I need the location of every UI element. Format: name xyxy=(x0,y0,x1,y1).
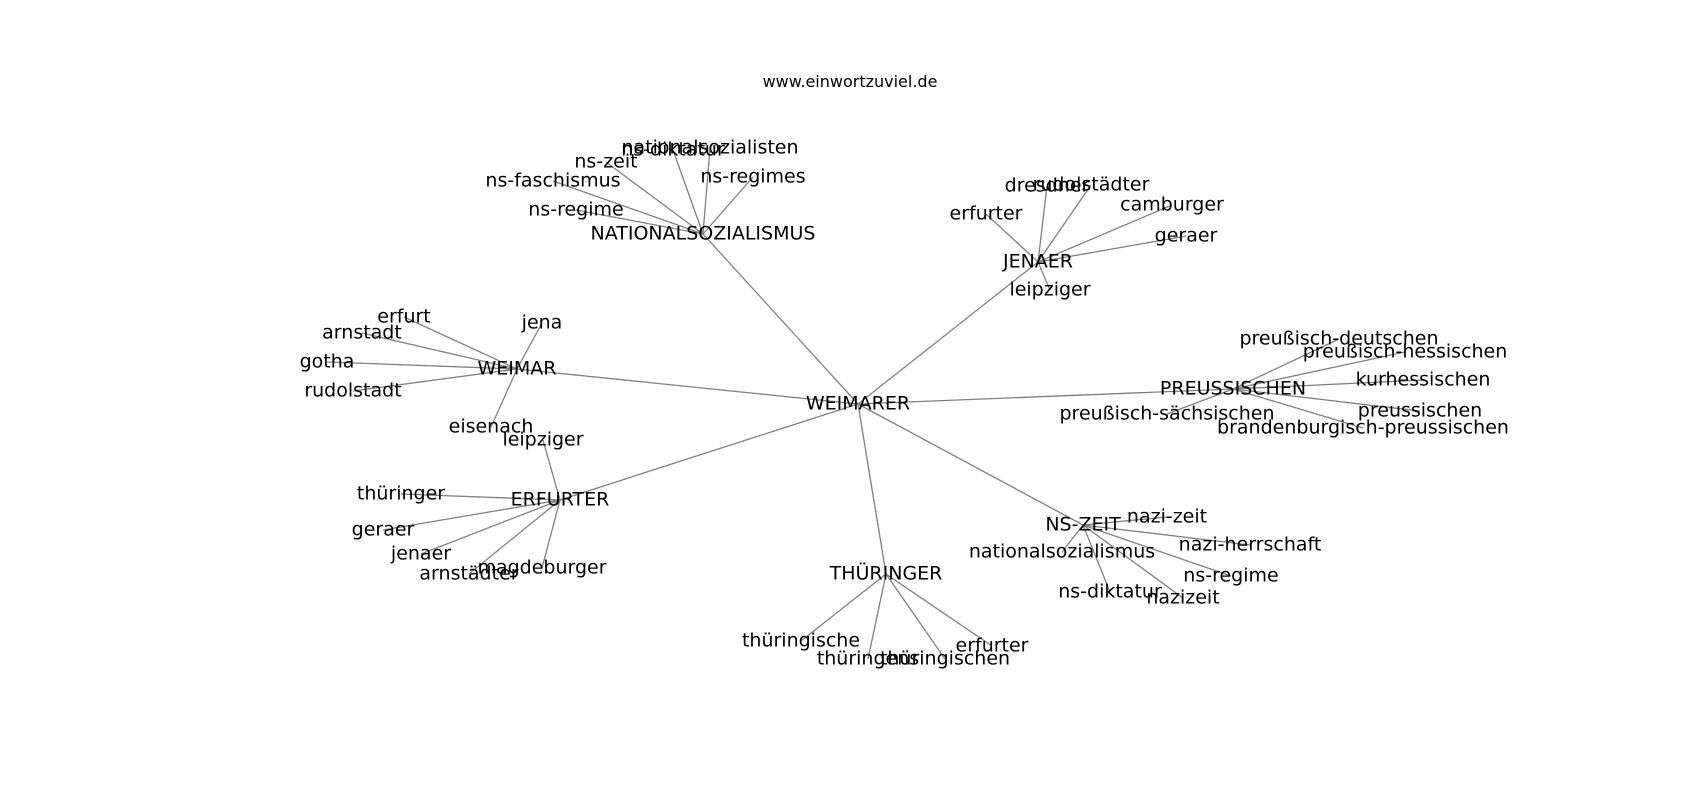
edge-hub-to-leaf xyxy=(575,209,704,235)
leaf-node: eisenach xyxy=(449,416,534,438)
leaf-node: ns-diktatur xyxy=(621,139,725,161)
hub-node: PREUSSISCHEN xyxy=(1160,378,1306,400)
edge-hub-to-leaf xyxy=(1037,261,1051,291)
leaf-node: erfurt xyxy=(377,306,431,328)
hub-node: ERFURTER xyxy=(511,489,610,511)
edge-hub-to-leaf xyxy=(867,573,887,660)
edge-hub-to-leaf xyxy=(1232,338,1340,390)
leaf-node: camburger xyxy=(1120,194,1224,216)
leaf-node: thüringens xyxy=(817,648,919,670)
edge-center-to-hub xyxy=(702,233,859,405)
edge-hub-to-leaf xyxy=(1037,204,1173,263)
edge-hub-to-leaf xyxy=(468,499,561,575)
edge-hub-to-leaf xyxy=(1037,235,1187,263)
edge-hub-to-leaf xyxy=(1082,524,1251,546)
leaf-node: arnstädter xyxy=(419,563,518,585)
leaf-node: thüringische xyxy=(742,630,860,652)
hub-node: THÜRINGER xyxy=(829,562,943,585)
hub-node: NATIONALSOZIALISMUS xyxy=(591,223,816,245)
labels-layer: WEIMARERNATIONALSOZIALISMUSns-diktaturna… xyxy=(300,137,1509,670)
edge-center-to-hub xyxy=(559,403,859,501)
edge-hub-to-leaf xyxy=(1082,524,1232,577)
edge-hub-to-leaf xyxy=(1082,524,1184,599)
edge-hub-to-leaf xyxy=(552,180,704,235)
edge-hub-to-leaf xyxy=(1037,184,1092,263)
edge-hub-to-leaf xyxy=(885,573,993,647)
leaf-node: nationalsozialisten xyxy=(621,137,798,159)
leaf-node: thüringer xyxy=(357,483,445,505)
leaf-node: nazi-herrschaft xyxy=(1179,534,1322,556)
edge-center-to-hub xyxy=(857,403,1084,526)
edge-hub-to-leaf xyxy=(361,332,518,370)
leaf-node: erfurter xyxy=(956,635,1029,657)
center-node: WEIMARER xyxy=(806,393,910,415)
leaf-node: geraer xyxy=(352,519,415,541)
leaf-node: leipziger xyxy=(1009,279,1090,301)
leaf-node: ns-diktatur xyxy=(1058,581,1162,603)
leaf-node: nazi-zeit xyxy=(1127,506,1207,528)
leaf-node: geraer xyxy=(1155,225,1218,247)
leaf-node: arnstadt xyxy=(322,322,402,344)
leaf-node: ns-regime xyxy=(1183,565,1278,587)
edge-hub-to-leaf xyxy=(490,368,518,428)
leaf-node: preussischen xyxy=(1358,400,1482,422)
edge-hub-to-leaf xyxy=(702,176,754,235)
edge-hub-to-leaf xyxy=(516,322,543,370)
edge-hub-to-leaf xyxy=(672,149,704,235)
edge-hub-to-leaf xyxy=(1232,388,1421,412)
leaf-node: brandenburgisch-preussischen xyxy=(1217,417,1509,439)
edge-center-to-hub xyxy=(516,368,859,405)
leaf-node: nazizeit xyxy=(1146,587,1219,609)
leaf-node: gotha xyxy=(300,351,355,373)
leaf-node: rudolstädter xyxy=(1033,174,1150,196)
edge-hub-to-leaf xyxy=(1082,524,1111,593)
edge-hub-to-leaf xyxy=(403,316,518,370)
edge-hub-to-leaf xyxy=(542,439,561,501)
leaf-node: preußisch-hessischen xyxy=(1303,341,1508,363)
hub-node: NS-ZEIT xyxy=(1045,514,1121,536)
leaf-node: nationalsozialismus xyxy=(969,541,1155,563)
leaf-node: preußisch-deutschen xyxy=(1239,328,1438,350)
leaf-node: kurhessischen xyxy=(1356,369,1491,391)
edge-hub-to-leaf xyxy=(400,493,561,501)
leaf-node: jenaer xyxy=(390,543,451,565)
leaf-node: rudolstadt xyxy=(304,380,401,402)
leaf-node: preußisch-sächsischen xyxy=(1059,403,1274,425)
edge-hub-to-leaf xyxy=(605,161,704,235)
edge-hub-to-leaf xyxy=(800,573,887,642)
edge-hub-to-leaf xyxy=(1232,351,1406,390)
hub-node: WEIMAR xyxy=(478,358,557,380)
leaf-node: leipziger xyxy=(502,429,583,451)
edge-hub-to-leaf xyxy=(985,213,1039,263)
edge-hub-to-leaf xyxy=(1166,388,1234,415)
edge-hub-to-leaf xyxy=(885,573,946,660)
edge-hub-to-leaf xyxy=(382,499,561,531)
leaf-node: ns-regimes xyxy=(700,166,805,188)
leaf-node: jena xyxy=(521,312,563,334)
edge-hub-to-leaf xyxy=(541,499,561,569)
edge-hub-to-leaf xyxy=(352,368,518,392)
leaf-node: ns-zeit xyxy=(574,151,637,173)
edge-center-to-hub xyxy=(857,388,1234,405)
edge-hub-to-leaf xyxy=(1232,388,1364,429)
edge-hub-to-leaf xyxy=(702,147,711,235)
leaf-node: thüringischen xyxy=(880,648,1010,670)
edge-hub-to-leaf xyxy=(1232,379,1424,390)
site-header: www.einwortzuviel.de xyxy=(762,72,938,91)
leaf-node: erfurter xyxy=(950,203,1023,225)
edge-hub-to-leaf xyxy=(326,361,518,370)
edge-hub-to-leaf xyxy=(1082,516,1168,526)
leaf-node: ns-regime xyxy=(528,199,623,221)
edge-hub-to-leaf xyxy=(1037,185,1048,263)
hub-node: JENAER xyxy=(1002,251,1073,273)
edge-center-to-hub xyxy=(857,261,1039,405)
leaf-node: ns-faschismus xyxy=(485,170,620,192)
leaf-node: dresdner xyxy=(1005,175,1090,197)
edges-layer xyxy=(326,147,1424,660)
edge-center-to-hub xyxy=(857,403,887,575)
leaf-node: magdeburger xyxy=(477,557,606,579)
edge-hub-to-leaf xyxy=(1061,524,1084,553)
edge-hub-to-leaf xyxy=(420,499,561,555)
